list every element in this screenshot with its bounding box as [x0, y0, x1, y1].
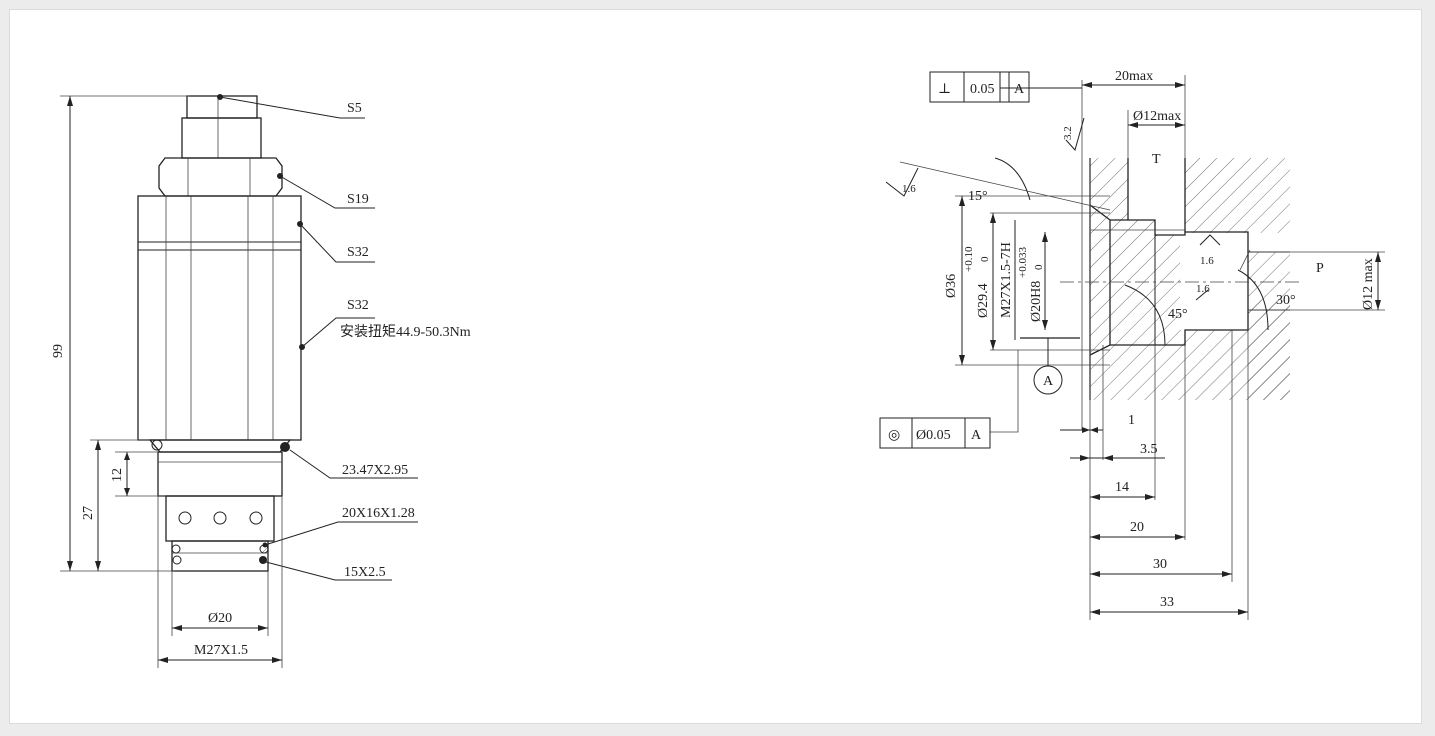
thread-section — [157, 451, 283, 497]
ported-section — [165, 495, 275, 542]
concentricity-symbol: ◎ — [888, 428, 900, 443]
dim-angle-45: 45° — [1168, 307, 1188, 322]
dim-angle-30: 30° — [1276, 293, 1296, 308]
concentricity-datum: A — [971, 428, 982, 443]
callout-oring-3: 15X2.5 — [344, 565, 386, 580]
dim-port-t-dia: Ø12max — [1133, 109, 1181, 124]
dim-pilot-diameter: Ø20 — [208, 611, 232, 626]
datum-a: A — [1033, 338, 1063, 395]
dim-port-p-dia: Ø12 max — [1361, 258, 1376, 310]
perpendicularity-value: 0.05 — [970, 82, 995, 97]
callout-s5: S5 — [347, 101, 362, 116]
perpendicularity-datum: A — [1014, 82, 1025, 97]
valve-body — [137, 95, 302, 572]
dim-dia-20: Ø20H8 — [1029, 281, 1044, 322]
roughness-bore-1: 1.6 — [1200, 255, 1214, 267]
callout-s19: S19 — [347, 192, 369, 207]
body-s32 — [137, 195, 302, 441]
stem-top — [186, 95, 258, 119]
tol-29-lower: 0 — [979, 256, 991, 262]
perpendicularity-symbol: ⊥ — [938, 82, 951, 97]
concentricity-value: Ø0.05 — [916, 428, 951, 443]
left-dimensions — [60, 95, 283, 668]
perpendicularity-frame: ⊥ 0.05 A — [929, 71, 1030, 103]
dim-depth-20: 20 — [1130, 520, 1144, 535]
dim-depth-3-5: 3.5 — [1140, 442, 1158, 457]
dim-overall-length: 99 — [51, 344, 66, 358]
dim-depth-33: 33 — [1160, 595, 1174, 610]
left-dimension-text: 99 27 12 Ø20 M27X1.5 — [51, 344, 248, 658]
dim-depth-14: 14 — [1115, 480, 1129, 495]
dim-depth-30: 30 — [1153, 557, 1167, 572]
stem-neck — [181, 117, 262, 159]
port-p-label: P — [1316, 261, 1324, 276]
tip-section — [171, 540, 269, 572]
roughness-symbols — [885, 117, 1221, 301]
tol-20-lower: 0 — [1033, 264, 1045, 270]
nut-s19 — [158, 157, 283, 197]
roughness-bore-2: 1.6 — [1196, 283, 1210, 295]
datum-a-label: A — [1043, 374, 1054, 389]
callout-oring-2: 20X16X1.28 — [342, 506, 415, 521]
dim-chamfer-angle: 15° — [968, 189, 988, 204]
callout-torque: 安装扭矩44.9-50.3Nm — [340, 324, 471, 340]
roughness-left: 1.6 — [902, 183, 916, 195]
dim-top-depth: 20max — [1115, 69, 1153, 84]
dim-thread-7h: M27X1.5-7H — [999, 242, 1014, 318]
tol-20-upper: +0.033 — [1017, 247, 1029, 278]
callout-s32-lower: S32 — [347, 298, 369, 313]
port-t-label: T — [1152, 152, 1161, 167]
concentricity-frame: ◎ Ø0.05 A — [879, 417, 991, 449]
callout-oring-1: 23.47X2.95 — [342, 463, 408, 478]
left-callout-text: S5 S19 S32 S32 安装扭矩44.9-50.3Nm 23.47X2.9… — [340, 101, 471, 580]
right-dimension-text: 20max Ø12max 3.2 1.6 15° Ø36 Ø29.4 +0.10… — [902, 69, 1376, 610]
dim-seat-length: 27 — [81, 506, 96, 520]
right-dimensions — [899, 75, 1385, 620]
left-leaders — [217, 94, 418, 581]
dim-thread: M27X1.5 — [194, 643, 248, 658]
dim-thread-length: 12 — [110, 468, 125, 482]
dim-dia-36: Ø36 — [944, 274, 959, 298]
dim-depth-1: 1 — [1128, 413, 1135, 428]
roughness-top: 3.2 — [1062, 126, 1074, 140]
callout-s32-upper: S32 — [347, 245, 369, 260]
dim-dia-29: Ø29.4 — [976, 283, 991, 318]
cavity-section — [1060, 158, 1300, 400]
tol-29-upper: +0.10 — [963, 246, 975, 272]
